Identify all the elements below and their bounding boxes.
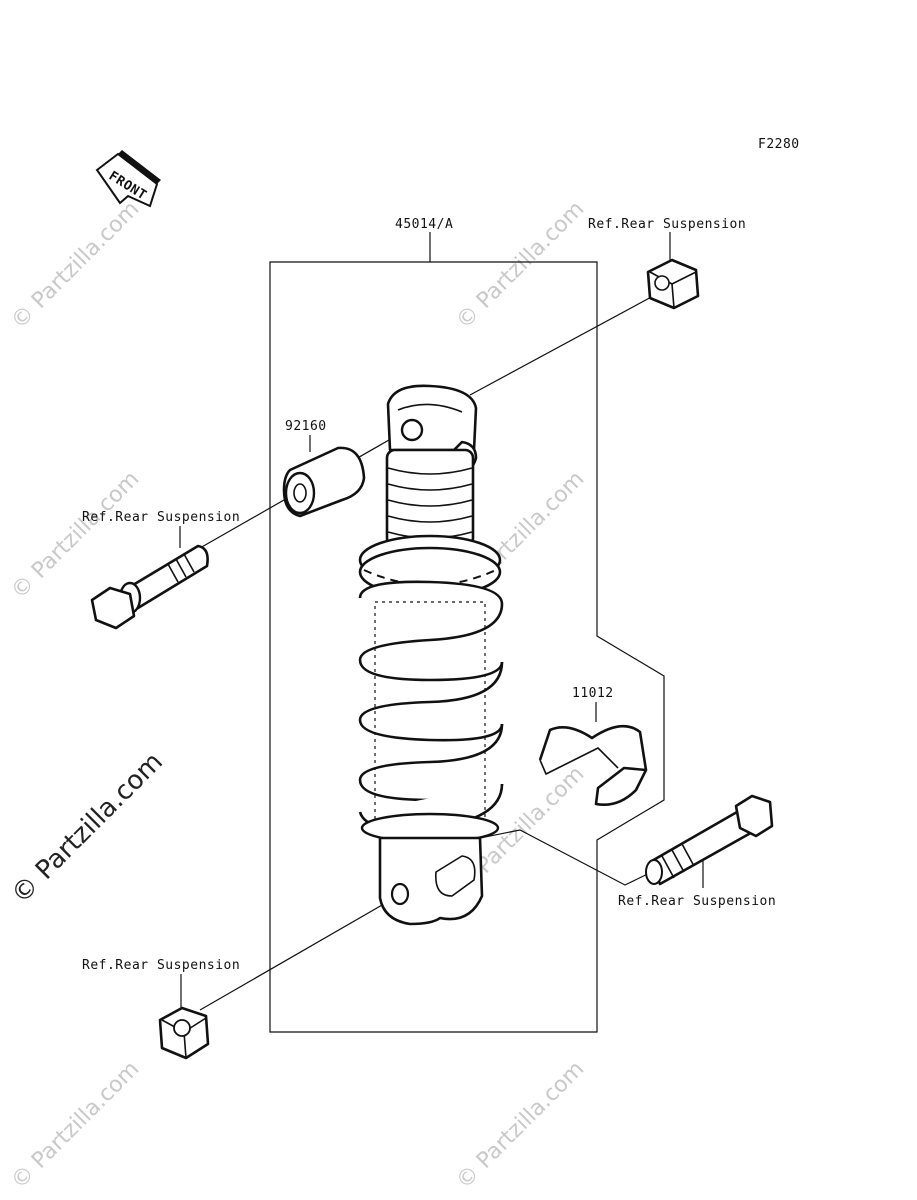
shock-absorber-icon	[358, 384, 504, 926]
front-arrow-icon: FRONT	[95, 150, 161, 208]
part-number-bushing: 92160	[285, 419, 327, 434]
clip-icon	[538, 724, 648, 806]
assembly-bracket	[269, 261, 665, 1033]
upper-nut-icon	[646, 258, 700, 310]
ref-label-lower-bolt: Ref.Rear Suspension	[618, 894, 776, 909]
watermark-text: © Partzilla.com	[452, 197, 590, 335]
assembly-axis-line	[199, 892, 404, 1011]
lower-bolt-icon	[645, 794, 774, 886]
watermark-text: © Partzilla.com	[7, 467, 145, 605]
ref-label-lower-nut: Ref.Rear Suspension	[82, 958, 240, 973]
watermark-text: © Partzilla.com	[7, 1057, 145, 1195]
upper-bolt-icon	[90, 544, 209, 630]
ref-label-upper-bolt: Ref.Rear Suspension	[82, 510, 240, 525]
watermark-text: © Partzilla.com	[452, 1057, 590, 1195]
assembly-axis-line	[469, 829, 661, 886]
lower-nut-icon	[158, 1006, 210, 1060]
ref-label-upper-nut: Ref.Rear Suspension	[588, 217, 746, 232]
assembly-axis-line	[469, 294, 656, 396]
watermark-text-main: © Partzilla.com	[6, 747, 169, 910]
part-number-clip: 11012	[572, 686, 614, 701]
watermark-text: © Partzilla.com	[7, 197, 145, 335]
figure-code: F2280	[758, 137, 800, 152]
bushing-icon	[282, 446, 366, 518]
part-number-shock: 45014/A	[395, 217, 453, 232]
